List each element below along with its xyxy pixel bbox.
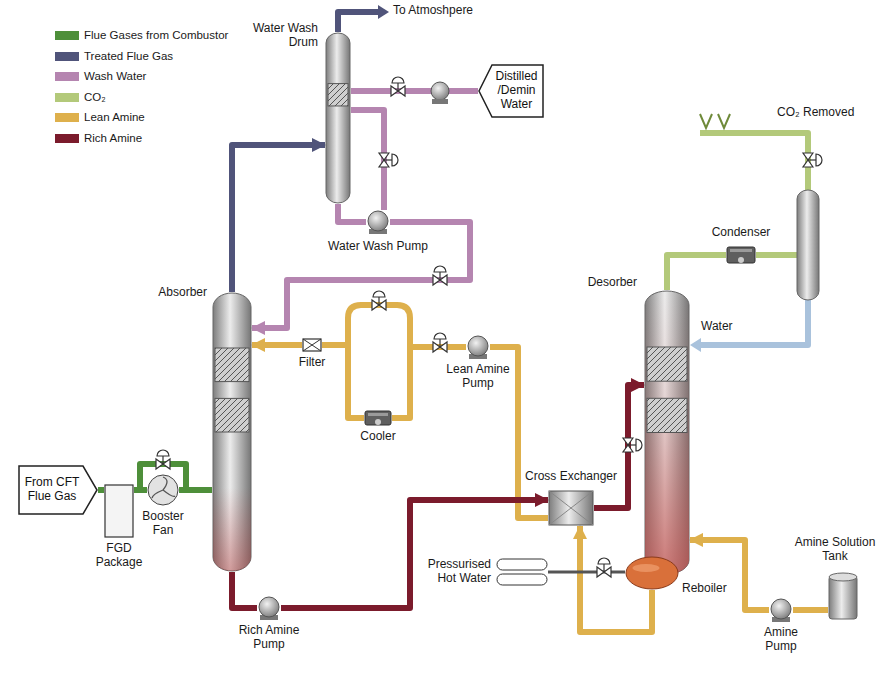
legend-text: Lean Amine — [84, 110, 145, 124]
legend-text: Flue Gases from Combustor — [84, 28, 228, 42]
condenser: Condenser — [726, 246, 756, 264]
stream-label: Water — [700, 320, 734, 334]
legend-swatch — [55, 134, 79, 143]
equipment-label: Filter — [298, 356, 327, 370]
legend-swatch — [55, 93, 79, 102]
equipment-shape — [466, 335, 490, 359]
reboiler: Reboiler — [625, 556, 679, 590]
pipe-connector — [351, 110, 384, 210]
stream-label: To Atmoshpere — [392, 4, 474, 18]
equipment-label: Reboiler — [681, 582, 728, 596]
equipment-shape — [828, 572, 858, 620]
legend-item: Flue Gases from Combustor — [55, 28, 228, 42]
pipe-connector — [232, 145, 325, 292]
cooler: Cooler — [364, 410, 392, 426]
equipment-label: Booster Fan — [137, 510, 189, 538]
node-text: Distilled /Demin Water — [492, 70, 541, 111]
pipe-connector — [252, 342, 302, 348]
legend-swatch — [55, 72, 79, 81]
equipment-shape — [257, 596, 281, 620]
pipe-connector — [98, 487, 104, 493]
equipment-shape — [726, 246, 756, 264]
equipment-shape — [104, 484, 134, 538]
amine-tank: Amine Solution Tank — [828, 572, 858, 620]
equipment-shape — [366, 210, 390, 234]
water-source-pentagon: Distilled /Demin Water — [478, 64, 544, 118]
legend-item: Lean Amine — [55, 110, 145, 124]
equipment-shape — [302, 338, 322, 352]
hot-water-supply: Pressurised Hot Water — [496, 558, 548, 586]
equipment-shape — [644, 290, 690, 575]
absorber-column: Absorber — [212, 292, 252, 572]
equipment-label: Desorber — [587, 276, 638, 290]
legend-swatch — [55, 113, 79, 122]
legend-item: Treated Flue Gas — [55, 49, 173, 63]
legend-swatch — [55, 52, 79, 61]
cross-exchanger: Cross Exchanger — [548, 490, 594, 526]
fgd-package: FGD Package — [104, 484, 134, 538]
equipment-label: Rich Amine Pump — [235, 624, 303, 652]
equipment-label: Water Wash Pump — [327, 240, 429, 254]
amine-pump: Amine Pump — [769, 598, 793, 622]
equipment-label: Cross Exchanger — [524, 470, 618, 484]
pipe-connector — [232, 572, 257, 608]
equipment-label: Pressurised Hot Water — [422, 558, 492, 586]
pipe-connector — [351, 88, 478, 94]
pipe-connector — [281, 500, 548, 608]
pipe-connector — [252, 222, 470, 328]
equipment-shape — [325, 32, 351, 204]
lean-amine-pump: Lean Amine Pump — [466, 335, 490, 359]
pipe-connector — [667, 255, 726, 290]
legend-text: Wash Water — [84, 69, 146, 83]
rich-amine-pump: Rich Amine Pump — [257, 596, 281, 620]
desorber-column: Desorber — [644, 290, 690, 575]
equipment-shape — [147, 474, 179, 506]
pipe-connector — [134, 487, 147, 493]
pipe-connector — [322, 345, 364, 418]
legend-item: Wash Water — [55, 69, 146, 83]
legend-text: Treated Flue Gas — [84, 49, 173, 63]
equipment-label: Condenser — [711, 226, 772, 240]
filter: Filter — [302, 338, 322, 352]
equipment-label: Amine Pump — [755, 626, 807, 654]
equipment-label: Amine Solution Tank — [792, 536, 878, 564]
equipment-label: FGD Package — [89, 542, 149, 570]
equipment-shape — [625, 556, 679, 590]
equipment-label: Cooler — [359, 430, 396, 444]
equipment-shape — [364, 410, 392, 426]
equipment-label: Lean Amine Pump — [444, 363, 512, 391]
node-text: From CFT Flue Gas — [22, 476, 82, 504]
stream-label: CO₂ Removed — [776, 106, 855, 120]
pipe-connector — [179, 487, 212, 493]
source-pentagon: From CFT Flue Gas — [18, 465, 98, 515]
equipment-shape — [212, 292, 252, 572]
wash-drum: Water Wash Drum — [325, 32, 351, 204]
pipe-connector — [548, 571, 625, 574]
equipment-label: Water Wash Drum — [247, 22, 319, 50]
pipe-connector — [338, 204, 366, 222]
equipment-shape — [496, 558, 548, 586]
equipment-label: Absorber — [157, 286, 208, 300]
wash-pump: Water Wash Pump — [366, 210, 390, 234]
legend-swatch — [55, 31, 79, 40]
equipment-shape — [548, 490, 594, 526]
pipe-connector — [793, 607, 828, 613]
legend-text: Rich Amine — [84, 131, 142, 145]
legend-item: CO₂ — [55, 90, 106, 104]
pipe-connector — [594, 385, 644, 508]
booster-fan: Booster Fan — [147, 474, 179, 506]
legend-text: CO₂ — [84, 90, 106, 104]
legend-item: Rich Amine — [55, 131, 142, 145]
pipe-connector — [690, 540, 769, 610]
equipment-shape — [769, 598, 793, 622]
